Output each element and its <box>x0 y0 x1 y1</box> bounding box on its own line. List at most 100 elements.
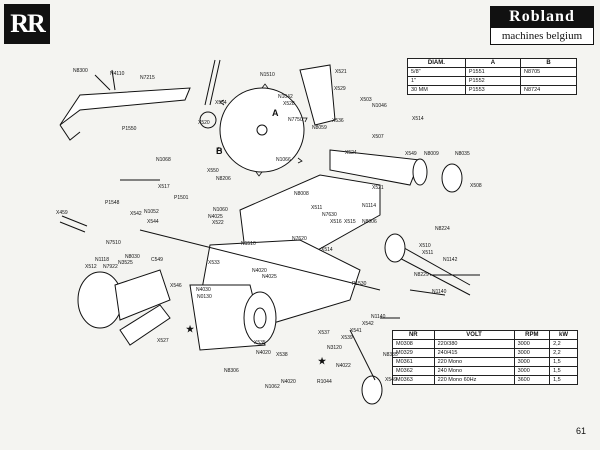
callout-x542b: X542 <box>362 321 374 327</box>
callout-x511: X511 <box>311 205 323 211</box>
table-row: M0308 220/380 3000 2,2 <box>392 339 578 349</box>
star-mark: ★ <box>186 324 195 334</box>
callout-x528: X528 <box>283 101 295 107</box>
table-row: 30 MM P1553 N8724 <box>407 85 577 95</box>
table-cell: M0363 <box>392 375 435 385</box>
table-cell: P1553 <box>464 85 522 95</box>
callout-n7750: N7750 <box>288 117 303 123</box>
table-header: DIAM. <box>407 58 466 68</box>
callout-n8300: N8300 <box>73 68 88 74</box>
callout-n8008: N8008 <box>294 191 309 197</box>
brand-subtitle: machines belgium <box>490 28 594 45</box>
callout-n1510b: N1510 <box>241 241 256 247</box>
table-row: 1" P1552 <box>407 76 577 86</box>
callout-n8006: N8006 <box>362 219 377 225</box>
callout-n1142: N1142 <box>443 257 458 263</box>
table-cell: N8724 <box>520 85 577 95</box>
shaft-left <box>59 215 88 233</box>
callout-n3120: N3120 <box>327 345 342 351</box>
callout-x537: X537 <box>318 330 330 336</box>
callout-x524: X524 <box>345 150 357 156</box>
table-cell: 3000 <box>513 366 551 376</box>
callout-n4020: N4020 <box>252 268 267 274</box>
diameter-table: DIAM. A B 5/8" P1551 N8705 1" P1552 30 M… <box>407 58 577 95</box>
callout-n4022: N4022 <box>336 363 351 369</box>
callout-n7620: N7620 <box>292 236 307 242</box>
callout-n8229: N8229 <box>414 272 429 278</box>
callout-n1060: N1060 <box>213 207 228 213</box>
table-cell: M0329 <box>392 348 435 358</box>
robland-logo-mark: RR <box>4 4 50 44</box>
callout-x459: X459 <box>56 210 68 216</box>
table-cell: 30 MM <box>407 85 466 95</box>
callout-x536: X536 <box>332 118 344 124</box>
callout-n1062: N1062 <box>265 384 280 390</box>
table-cell: N8705 <box>520 67 577 77</box>
callout-x542: X542 <box>130 211 142 217</box>
motor-table: NR VOLT RPM kW M0308 220/380 3000 2,2 M0… <box>392 330 578 385</box>
callout-x514b: X514 <box>321 247 333 253</box>
guard-arm <box>59 87 191 126</box>
table-cell: 3600 <box>513 375 551 385</box>
callout-n1118: N1118 <box>95 257 109 263</box>
tilt-rod <box>139 229 381 291</box>
table-cell: M0362 <box>392 366 435 376</box>
table-cell: 240 Mono <box>433 366 515 376</box>
table-cell: M0308 <box>392 339 435 349</box>
callout-x546: X546 <box>170 283 182 289</box>
callout-n1068: N1068 <box>156 157 171 163</box>
callout-n1140: N1140 <box>432 289 447 295</box>
callout-p1530: P1530 <box>352 281 367 287</box>
callout-x535: X535 <box>254 340 266 346</box>
table-header-row: NR VOLT RPM kW <box>392 330 578 340</box>
table-cell: 2,2 <box>549 339 578 349</box>
callout-c549: C549 <box>151 257 163 263</box>
callout-x541: X541 <box>350 328 362 334</box>
callout-x517: X517 <box>158 184 170 190</box>
callout-n1114: N1114 <box>362 203 376 209</box>
pulley-top <box>441 163 463 193</box>
callout-n4030: N4030 <box>196 287 211 293</box>
table-row: M0363 220 Mono 60Hz 3600 1,5 <box>392 375 578 385</box>
callout-n8030: N8030 <box>125 254 140 260</box>
callout-x510: X510 <box>419 243 431 249</box>
table-cell: 2,2 <box>549 348 578 358</box>
table-cell: 3000 <box>513 348 551 358</box>
callout-n7630: N7630 <box>322 212 337 218</box>
callout-x521b: X521 <box>372 185 384 191</box>
callout-n1052: N1052 <box>144 209 159 215</box>
table-cell: 220 Mono 60Hz <box>433 375 515 385</box>
table-row: M0329 240/415 3000 2,2 <box>392 348 578 358</box>
table-cell: 1" <box>407 76 466 86</box>
callout-x549: X549 <box>405 151 417 157</box>
callout-n3525: N3525 <box>118 260 133 266</box>
callout-n8306: N8306 <box>224 368 239 374</box>
brand-name: Robland <box>490 6 594 28</box>
arbor-housing <box>329 149 421 186</box>
callout-x522: X522 <box>212 220 224 226</box>
callout-x529: X529 <box>334 86 346 92</box>
callout-x516: X516 <box>330 219 342 225</box>
callout-n4025b: N4025 <box>262 274 277 280</box>
dust-hood <box>77 269 171 329</box>
page-number: 61 <box>575 426 586 436</box>
callout-x515: X515 <box>344 219 356 225</box>
table-header-row: DIAM. A B <box>407 58 577 68</box>
callout-n8035: N8035 <box>455 151 470 157</box>
callout-n1046: N1046 <box>372 103 387 109</box>
table-header: kW <box>549 330 578 340</box>
table-row: 5/8" P1551 N8705 <box>407 67 577 77</box>
brand-block: Robland machines belgium <box>490 6 594 45</box>
table-header: VOLT <box>433 330 515 340</box>
callout-n4020b: N4020 <box>256 350 271 356</box>
callout-p1550: P1550 <box>122 126 137 132</box>
callout-n4110: N4110 <box>110 71 125 77</box>
view-label-b: B <box>216 146 223 156</box>
callout-n0130: N0130 <box>197 294 212 300</box>
callout-x521: X521 <box>335 69 347 75</box>
callout-x508: X508 <box>470 183 482 189</box>
table-cell: P1551 <box>464 67 522 77</box>
table-cell <box>520 76 577 86</box>
callout-n1042: N1042 <box>278 94 293 100</box>
view-label-a: A <box>272 108 279 118</box>
